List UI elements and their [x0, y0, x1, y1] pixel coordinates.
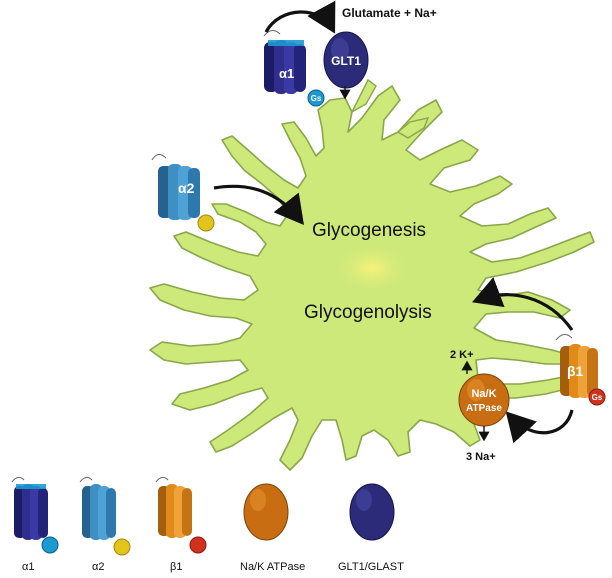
legend-alpha2-label: α2	[92, 561, 104, 573]
three-na-label: 3 Na+	[466, 451, 496, 463]
glt1-label: GLT1	[331, 54, 361, 68]
beta1-receptor: β1 Gs	[555, 334, 606, 406]
beta1-to-glycogenolysis-arrow	[472, 277, 574, 331]
beta1-gprotein-label: Gs	[592, 393, 603, 402]
glt1-transporter: GLT1	[323, 31, 369, 100]
alpha1-receptor: α1 Gs	[263, 30, 325, 107]
gs-beta1-protein-icon	[588, 388, 606, 406]
alpha2-receptor: α2	[151, 154, 215, 232]
legend-alpha2-icon	[79, 476, 131, 556]
glycogenesis-label: Glycogenesis	[312, 220, 426, 241]
gs-protein-icon	[307, 89, 325, 107]
legend-beta1-label: β1	[170, 561, 182, 573]
alpha2-to-glycogenesis-arrow	[213, 184, 304, 226]
alpha2-label: α2	[178, 180, 195, 196]
beta1-to-nak-arrow	[505, 409, 574, 444]
gi-protein-icon	[197, 214, 215, 232]
astrocyte-branch	[350, 78, 377, 114]
glutamate-na-label: Glutamate + Na+	[342, 6, 437, 20]
nak-label-line1: Na/K	[471, 388, 496, 400]
legend-beta1-icon	[155, 476, 207, 554]
legend-nak-icon	[243, 483, 289, 541]
alpha1-label: α1	[279, 66, 294, 81]
legend-nak-label: Na/K ATPase	[240, 561, 305, 573]
legend: α1 α2 β1 Na/K ATPase	[11, 476, 404, 573]
nak-label-line2: ATPase	[466, 403, 502, 414]
legend-glt1-icon	[349, 483, 395, 541]
glycogenolysis-label: Glycogenolysis	[304, 302, 432, 323]
legend-glt1-label: GLT1/GLAST	[338, 561, 404, 573]
legend-alpha1-icon	[11, 476, 59, 554]
beta1-label: β1	[567, 363, 584, 379]
astrocyte-cell	[149, 78, 595, 471]
legend-alpha1-label: α1	[22, 561, 34, 573]
soma-glow	[332, 242, 412, 294]
alpha1-gprotein-label: Gs	[311, 94, 322, 103]
alpha1-to-glt1-arrow	[264, 0, 336, 34]
two-k-label: 2 K+	[450, 349, 474, 361]
nak-atpase: Na/K ATPase	[458, 360, 510, 442]
astrocyte-branch	[396, 117, 430, 139]
